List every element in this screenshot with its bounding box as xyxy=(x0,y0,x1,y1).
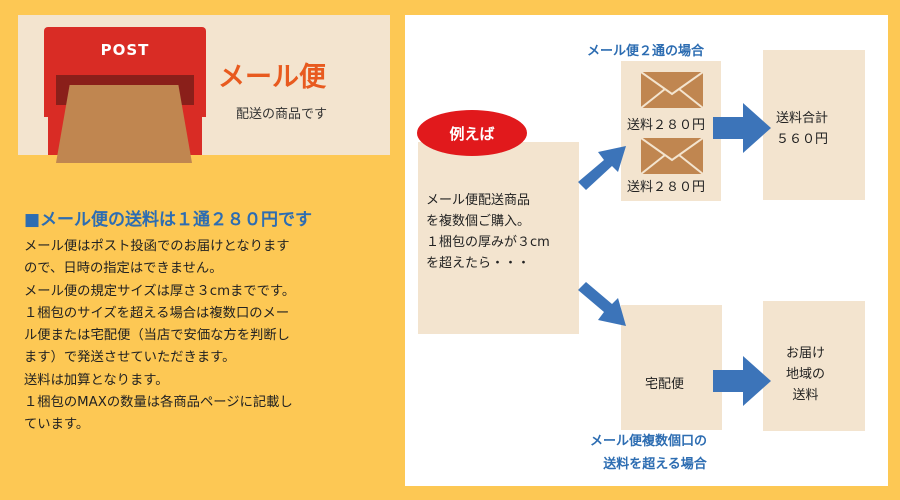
body-line: メール便の規定サイズは厚さ３cmまでです。 xyxy=(24,283,296,299)
example-text: メール便配送商品 を複数個ご購入。 １梱包の厚みが３cm を超えたら・・・ xyxy=(426,190,550,274)
page-title: メール便 xyxy=(218,62,326,93)
mailbox-label: POST xyxy=(100,41,150,59)
header-box: POST メール便 配送の商品です xyxy=(18,15,390,163)
body-line: ます）で発送させていただきます。 xyxy=(24,350,236,366)
example-line: １梱包の厚みが３cm xyxy=(426,235,550,250)
shipping-cost-1: 送料２８０円 xyxy=(627,118,706,133)
arrow-icon xyxy=(713,103,771,153)
total-line: 送料合計 xyxy=(776,111,829,126)
region-text: お届け 地域の 送料 xyxy=(786,343,825,406)
body-line: ル便または宅配便（当店で安価な方を判断し xyxy=(24,328,290,344)
multi-mail-line: 送料を超える場合 xyxy=(603,457,707,472)
body-line: ています。 xyxy=(24,417,90,433)
example-badge: 例えば xyxy=(417,110,527,156)
total-text: 送料合計 ５６０円 xyxy=(776,108,828,150)
region-line: お届け xyxy=(786,346,826,361)
multi-mail-label: メール便複数個口の 送料を超える場合 xyxy=(590,430,707,476)
body-line: １梱包のMAXの数量は各商品ページに記載し xyxy=(24,395,293,411)
takuhaibin-label: 宅配便 xyxy=(645,377,685,392)
envelope-icon xyxy=(641,72,703,108)
region-line: 送料 xyxy=(792,388,819,403)
page-subtitle: 配送の商品です xyxy=(236,107,328,122)
body-line: ので、日時の指定はできません。 xyxy=(24,261,223,277)
arrow-icon xyxy=(578,282,626,326)
arrow-icon xyxy=(578,146,626,190)
envelope-icon xyxy=(641,138,703,174)
parcel-icon xyxy=(56,85,192,163)
body-line: メール便はポスト投函でのお届けとなります xyxy=(24,239,290,254)
region-line: 地域の xyxy=(786,367,826,382)
example-line: を複数個ご購入。 xyxy=(426,214,531,229)
example-line: メール便配送商品 xyxy=(426,193,531,208)
shipping-cost-2: 送料２８０円 xyxy=(627,180,706,195)
section-heading: ■メール便の送料は１通２８０円です xyxy=(24,210,313,230)
total-box xyxy=(763,50,865,200)
body-line: 送料は加算となります。 xyxy=(24,372,169,388)
multi-mail-line: メール便複数個口の xyxy=(590,434,708,449)
body-text: メール便はポスト投函でのお届けとなります ので、日時の指定はできません。 メール… xyxy=(24,236,390,437)
body-line: １梱包のサイズを超える場合は複数口のメー xyxy=(24,305,290,321)
example-line: を超えたら・・・ xyxy=(426,256,531,271)
mail-two-label: メール便２通の場合 xyxy=(587,44,705,59)
takuhaibin-box xyxy=(621,305,722,430)
arrow-icon xyxy=(713,356,771,406)
example-box xyxy=(418,142,579,334)
region-box xyxy=(763,301,865,431)
total-line: ５６０円 xyxy=(776,132,829,147)
